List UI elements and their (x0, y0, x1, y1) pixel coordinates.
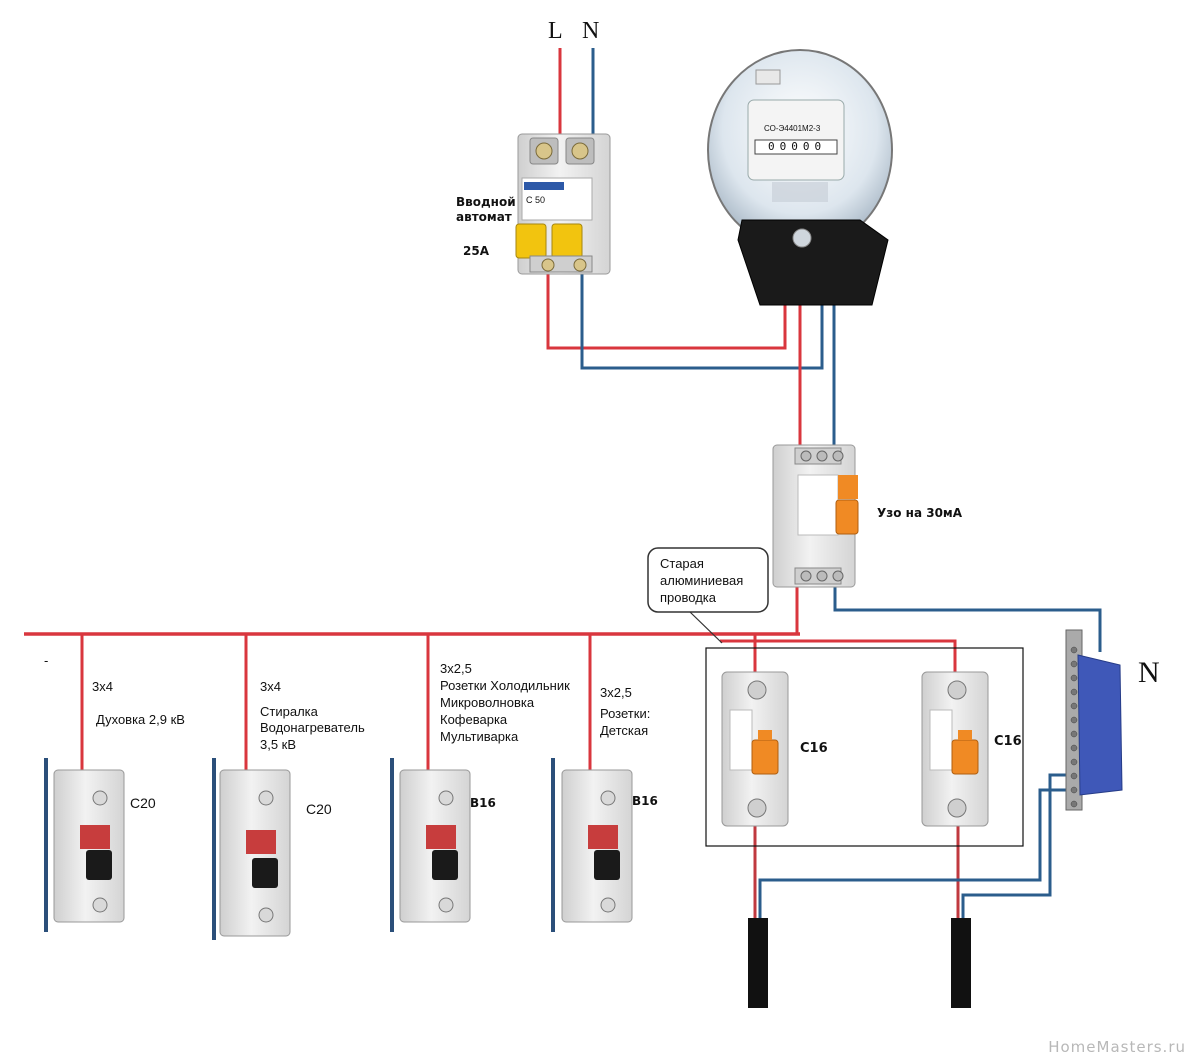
main-breaker-title-2: автомат (456, 210, 512, 224)
main-breaker-rating: 25А (463, 244, 489, 258)
circuit-3-load-2: Микроволновка (440, 695, 535, 710)
c16-breaker-right (921, 671, 989, 827)
circuit-3-rating: B16 (470, 796, 496, 810)
callout-line-2: алюминиевая (660, 573, 744, 588)
circuit-4-load-1: Розетки: (600, 706, 651, 721)
main-breaker-title-1: Вводной (456, 195, 516, 209)
callout-line-3: проводка (660, 590, 716, 605)
rcd-label: Узо на 30мА (877, 506, 963, 520)
c16-right-rating: C16 (994, 734, 1022, 749)
circuit-3-load-3: Кофеварка (440, 712, 508, 727)
main-to-meter-neutral (580, 274, 824, 370)
phase-label: L (548, 18, 563, 44)
callout-bubble (647, 547, 769, 644)
meter-digits: 00000 (768, 140, 827, 153)
breaker-4 (561, 769, 633, 923)
neutral-bus-label: N (1138, 656, 1160, 689)
electricity-meter (707, 49, 893, 306)
old-cable-end-right (951, 918, 971, 1008)
stray-mark: - (44, 653, 49, 668)
old-wiring-frame (705, 647, 1024, 847)
old-wiring-phase (720, 639, 957, 675)
circuit-1-rating: C20 (130, 795, 156, 811)
circuit-3-load-1: Розетки Холодильник (440, 678, 570, 693)
breaker-2 (219, 769, 291, 937)
circuit-3-load-4: Мультиварка (440, 729, 519, 744)
watermark: HomeMasters.ru (1048, 1038, 1186, 1056)
circuit-2-load-3: 3,5 кВ (260, 737, 297, 752)
circuit-2-load-1: Стиралка (260, 704, 318, 719)
main-breaker (515, 133, 611, 275)
neutral-terminal-bar (1065, 629, 1123, 811)
rcd-out-neutral (833, 585, 1102, 652)
neutral-label: N (582, 18, 600, 44)
breaker-1 (53, 769, 125, 923)
c16-left-rating: C16 (800, 741, 828, 756)
circuit-2-cable: 3х4 (260, 679, 281, 694)
rcd-device (772, 444, 859, 588)
circuit-4-load-2: Детская (600, 723, 649, 738)
main-to-meter-phase (546, 274, 787, 350)
circuit-4-rating: B16 (632, 794, 658, 808)
old-neutral-right (961, 773, 1070, 920)
circuit-3-cable: 3х2,5 (440, 661, 472, 676)
c16-breaker-left (721, 671, 789, 827)
circuit-2-rating: C20 (306, 801, 332, 817)
circuit-1-cable: 3х4 (92, 679, 113, 694)
meter-model: СО-Э4401М2-3 (764, 124, 821, 133)
callout-line-1: Старая (660, 556, 704, 571)
old-cable-end-left (748, 918, 768, 1008)
breaker-3 (399, 769, 471, 923)
circuit-4-cable: 3х2,5 (600, 685, 632, 700)
circuit-1-load-1: Духовка 2,9 кВ (96, 712, 185, 727)
circuit-2-load-2: Водонагреватель (260, 720, 365, 735)
main-breaker-body-text: C 50 (526, 195, 546, 205)
